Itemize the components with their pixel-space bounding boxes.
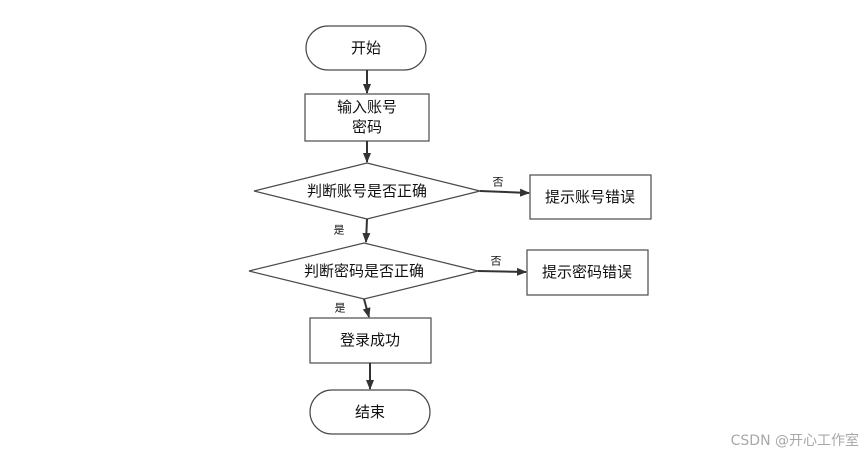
end-node: 结束 [309, 389, 431, 435]
edge-label-account-no: 否 [493, 176, 504, 189]
login-success-label: 登录成功 [340, 331, 400, 349]
account-error-label: 提示账号错误 [545, 188, 635, 206]
check-password-decision: 判断密码是否正确 [248, 242, 479, 300]
arrow-account-no [479, 188, 530, 197]
check-password-label: 判断密码是否正确 [304, 262, 424, 280]
start-node: 开始 [305, 25, 427, 71]
arrow-account-yes [362, 218, 371, 243]
edge-label-account-yes: 是 [334, 224, 345, 237]
watermark: CSDN @开心工作室 [730, 433, 859, 449]
edge-label-password-yes: 是 [335, 302, 346, 315]
login-success-node: 登录成功 [309, 317, 432, 364]
password-error-label: 提示密码错误 [542, 263, 632, 281]
arrow-password-yes [362, 298, 371, 318]
input-label-line1: 输入账号 [337, 98, 397, 116]
account-error-node: 提示账号错误 [529, 174, 652, 220]
end-label: 结束 [355, 403, 385, 421]
start-label: 开始 [351, 39, 381, 57]
check-account-label: 判断账号是否正确 [307, 182, 427, 200]
input-label-line2: 密码 [352, 118, 382, 136]
check-account-decision: 判断账号是否正确 [253, 162, 481, 220]
input-account-password-node: 输入账号 密码 [304, 93, 430, 142]
edge-label-password-no: 否 [491, 255, 502, 268]
password-error-node: 提示密码错误 [526, 249, 649, 296]
arrow-password-no [477, 267, 527, 276]
